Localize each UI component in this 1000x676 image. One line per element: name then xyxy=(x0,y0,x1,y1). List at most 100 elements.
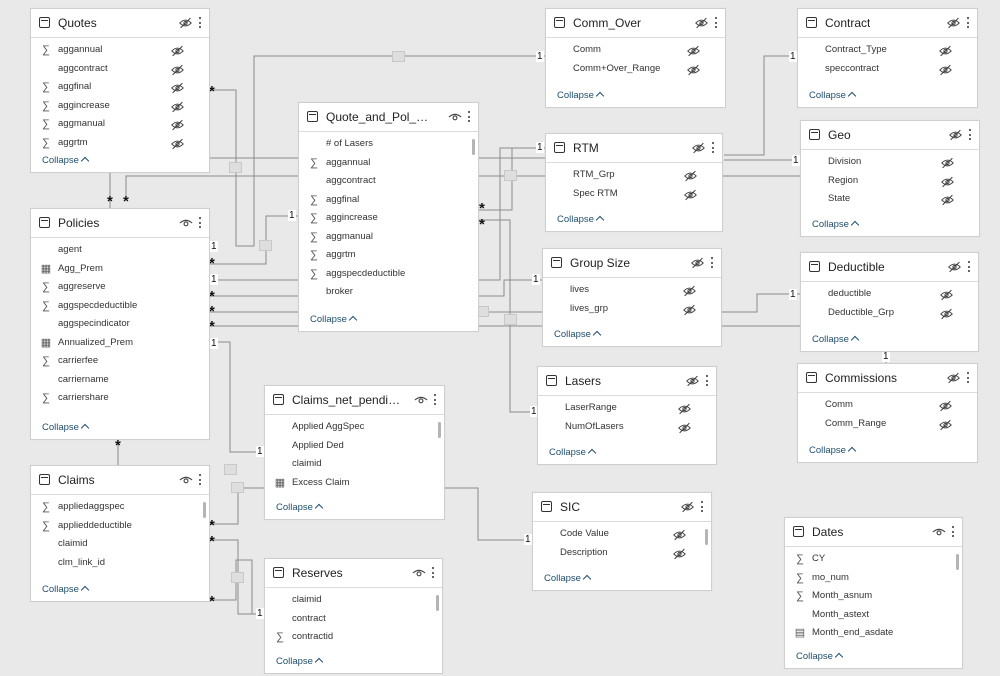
more-options-icon[interactable] xyxy=(432,393,438,407)
collapse-button[interactable]: Collapse xyxy=(557,214,603,225)
arrow-left-icon[interactable] xyxy=(392,51,405,62)
field-list[interactable]: CommComm_Range xyxy=(798,396,977,433)
field-row[interactable]: ∑aggspecdeductible xyxy=(31,297,209,316)
field-list[interactable]: CommComm+Over_Range xyxy=(546,41,725,78)
field-row[interactable]: ∑aggannual xyxy=(31,41,209,60)
arrow-up-icon[interactable] xyxy=(229,162,242,173)
table-header[interactable]: Reserves xyxy=(265,559,442,588)
eye-slash-icon[interactable] xyxy=(687,44,700,56)
eye-slash-icon[interactable] xyxy=(683,303,696,315)
scrollbar[interactable] xyxy=(203,502,206,518)
field-list[interactable]: Code ValueDescription xyxy=(533,525,711,562)
field-row[interactable]: ∑aggfinal xyxy=(31,78,209,97)
more-options-icon[interactable] xyxy=(197,473,203,487)
more-options-icon[interactable] xyxy=(966,260,972,274)
eye-slash-icon[interactable] xyxy=(684,188,697,200)
eye-slash-icon[interactable] xyxy=(695,16,709,30)
arrow-down-icon[interactable] xyxy=(504,170,517,181)
eye-slash-icon[interactable] xyxy=(941,193,954,205)
eye-slash-icon[interactable] xyxy=(686,374,700,388)
eye-slash-icon[interactable] xyxy=(678,421,691,433)
table-header[interactable]: Contract xyxy=(798,9,977,38)
field-list[interactable]: agent▦Agg_Prem∑aggreserve∑aggspecdeducti… xyxy=(31,241,209,408)
table-card-qpd[interactable]: Quote_and_Pol_Data# of Lasers∑aggannuala… xyxy=(298,102,479,332)
field-row[interactable]: ∑mo_num xyxy=(785,569,962,588)
field-row[interactable]: clm_link_id xyxy=(31,554,209,573)
field-row[interactable]: aggcontract xyxy=(31,60,209,79)
more-options-icon[interactable] xyxy=(965,371,971,385)
field-row[interactable]: ∑Month_asnum xyxy=(785,587,962,606)
eye-slash-icon[interactable] xyxy=(171,81,184,93)
field-row[interactable]: Division xyxy=(801,153,979,172)
arrow-both-icon[interactable] xyxy=(259,240,272,251)
field-row[interactable]: LaserRange xyxy=(538,399,716,418)
table-header[interactable]: RTM xyxy=(546,134,722,163)
eye-slash-icon[interactable] xyxy=(949,128,963,142)
field-row[interactable]: Comm_Range xyxy=(798,415,977,434)
eye-slash-icon[interactable] xyxy=(171,63,184,75)
eye-slash-icon[interactable] xyxy=(939,399,952,411)
more-options-icon[interactable] xyxy=(704,374,710,388)
eye-slash-icon[interactable] xyxy=(692,141,706,155)
eye-slash-icon[interactable] xyxy=(673,547,686,559)
field-row[interactable]: ∑aggreserve xyxy=(31,278,209,297)
collapse-button[interactable]: Collapse xyxy=(809,445,855,456)
field-row[interactable]: Contract_Type xyxy=(798,41,977,60)
field-row[interactable]: ▦Agg_Prem xyxy=(31,260,209,279)
table-header[interactable]: Comm_Over xyxy=(546,9,725,38)
eye-slash-icon[interactable] xyxy=(940,307,953,319)
field-row[interactable]: claimid xyxy=(265,591,442,610)
field-row[interactable]: ∑carrierfee xyxy=(31,352,209,371)
table-card-commover[interactable]: Comm_OverCommComm+Over_RangeCollapse xyxy=(545,8,726,108)
eye-icon[interactable] xyxy=(932,525,946,539)
more-options-icon[interactable] xyxy=(967,128,973,142)
eye-slash-icon[interactable] xyxy=(678,402,691,414)
field-row[interactable]: Spec RTM xyxy=(546,185,722,204)
arrow-up-icon[interactable] xyxy=(504,314,517,325)
eye-icon[interactable] xyxy=(412,566,426,580)
eye-slash-icon[interactable] xyxy=(687,63,700,75)
field-row[interactable]: ∑aggmanual xyxy=(31,115,209,134)
eye-icon[interactable] xyxy=(414,393,428,407)
collapse-button[interactable]: Collapse xyxy=(554,329,600,340)
collapse-button[interactable]: Collapse xyxy=(276,656,322,667)
field-row[interactable]: ∑aggannual xyxy=(299,154,478,173)
scrollbar[interactable] xyxy=(956,554,959,570)
field-list[interactable]: deductibleDeductible_Grp xyxy=(801,285,978,322)
table-card-cnp[interactable]: Claims_net_pending_...Applied AggSpecApp… xyxy=(264,385,445,520)
collapse-button[interactable]: Collapse xyxy=(812,334,858,345)
table-header[interactable]: Geo xyxy=(801,121,979,150)
collapse-button[interactable]: Collapse xyxy=(812,219,858,230)
field-row[interactable]: NumOfLasers xyxy=(538,418,716,437)
eye-slash-icon[interactable] xyxy=(939,44,952,56)
eye-slash-icon[interactable] xyxy=(171,100,184,112)
eye-slash-icon[interactable] xyxy=(947,16,961,30)
table-card-reserves[interactable]: Reservesclaimidcontract∑contractidCollap… xyxy=(264,558,443,674)
eye-slash-icon[interactable] xyxy=(179,16,193,30)
scrollbar[interactable] xyxy=(436,595,439,611)
table-header[interactable]: Group Size xyxy=(543,249,721,278)
field-list[interactable]: Applied AggSpecApplied Dedclaimid▦Excess… xyxy=(265,418,444,492)
field-row[interactable]: ▦Annualized_Prem xyxy=(31,334,209,353)
table-card-policies[interactable]: Policiesagent▦Agg_Prem∑aggreserve∑aggspe… xyxy=(30,208,210,440)
field-list[interactable]: DivisionRegionState xyxy=(801,153,979,209)
eye-slash-icon[interactable] xyxy=(940,288,953,300)
eye-slash-icon[interactable] xyxy=(171,44,184,56)
field-row[interactable]: ∑aggrtm xyxy=(299,246,478,265)
field-list[interactable]: liveslives_grp xyxy=(543,281,721,318)
field-row[interactable]: broker xyxy=(299,283,478,302)
field-row[interactable]: Comm+Over_Range xyxy=(546,60,725,79)
collapse-button[interactable]: Collapse xyxy=(42,422,88,433)
field-row[interactable]: Month_astext xyxy=(785,606,962,625)
table-card-geo[interactable]: GeoDivisionRegionStateCollapse xyxy=(800,120,980,237)
field-row[interactable]: ▦Excess Claim xyxy=(265,474,444,493)
collapse-button[interactable]: Collapse xyxy=(310,314,356,325)
scrollbar[interactable] xyxy=(472,139,475,155)
eye-slash-icon[interactable] xyxy=(681,500,695,514)
table-header[interactable]: Quote_and_Pol_Data xyxy=(299,103,478,132)
table-card-deductible[interactable]: DeductibledeductibleDeductible_GrpCollap… xyxy=(800,252,979,352)
scrollbar[interactable] xyxy=(705,529,708,545)
field-row[interactable]: State xyxy=(801,190,979,209)
field-row[interactable]: ∑aggmanual xyxy=(299,228,478,247)
eye-slash-icon[interactable] xyxy=(683,284,696,296)
